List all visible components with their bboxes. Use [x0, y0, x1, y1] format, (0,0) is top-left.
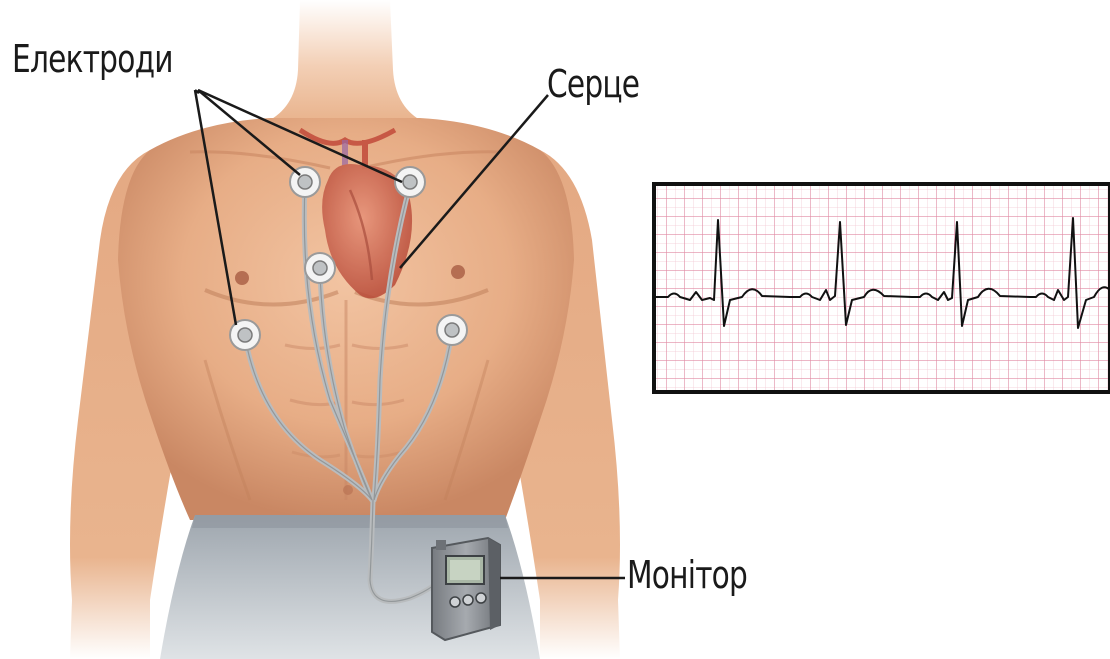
electrode-3 — [305, 253, 335, 283]
heart-label: Серце — [547, 65, 639, 103]
holter-monitor-device — [432, 538, 500, 640]
ecg-strip — [654, 184, 1110, 392]
monitor-label: Монітор — [627, 556, 747, 594]
electrode-4 — [230, 320, 260, 350]
electrodes-label: Електроди — [12, 40, 173, 78]
neck — [270, 0, 420, 120]
electrode-5 — [437, 315, 467, 345]
